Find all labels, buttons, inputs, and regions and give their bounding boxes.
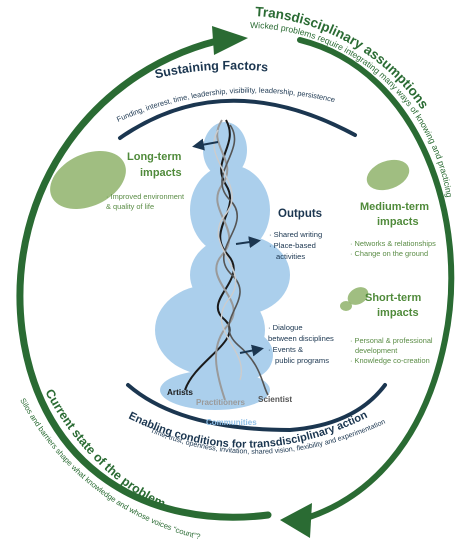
short-term-blob-2	[340, 301, 352, 311]
short-term-item-2: development	[355, 346, 397, 355]
sustaining-sub: Funding, interest, time, leadership, vis…	[115, 86, 336, 124]
short-term-item-1: · Personal & professional	[350, 336, 433, 345]
arrow-long-term	[192, 138, 219, 151]
label-practitioners: Practitioners	[196, 398, 245, 407]
long-term-title-2: impacts	[140, 167, 182, 179]
enabling-arc	[126, 383, 387, 433]
outputs-item-7: public programs	[275, 356, 329, 365]
outputs-item-1: · Shared writing	[269, 230, 322, 239]
short-term-item-3: · Knowledge co-creation	[350, 356, 430, 365]
outer-loop-arrowhead-bottom	[280, 503, 312, 538]
outer-loop-left	[16, 34, 272, 521]
sustaining-arc	[118, 98, 357, 140]
outer-loop-right	[297, 37, 455, 523]
label-scientist: Scientist	[258, 395, 292, 404]
medium-term-item-1: · Networks & relationships	[350, 239, 436, 248]
short-term-title-2: impacts	[377, 307, 419, 319]
medium-term-blob	[366, 159, 410, 191]
long-term-item-1: · Improved environment	[106, 192, 184, 201]
outputs-item-4: · Dialogue	[268, 323, 303, 332]
strand-practitioners	[215, 119, 235, 401]
outputs-item-5: between disciplines	[268, 334, 334, 343]
label-artists: Artists	[167, 388, 193, 397]
outputs-item-2: · Place-based	[269, 241, 316, 250]
long-term-item-2: & quality of life	[106, 202, 154, 211]
outputs-item-6: · Events &	[268, 345, 303, 354]
strand-scientist	[221, 124, 269, 396]
outputs-item-3: activities	[276, 252, 305, 261]
medium-term-title-1: Medium-term	[360, 201, 429, 213]
long-term-title-1: Long-term	[127, 151, 182, 163]
sustaining-title: Sustaining Factors	[153, 58, 268, 81]
medium-term-item-2: · Change on the ground	[350, 249, 428, 258]
arrow-outputs-top	[235, 236, 261, 249]
medium-term-title-2: impacts	[377, 216, 419, 228]
short-term-blob-1	[347, 287, 369, 305]
strand-thread	[213, 129, 243, 381]
outputs-title: Outputs	[278, 208, 322, 220]
outer-loop-arrowhead-top	[212, 26, 248, 55]
arrow-outputs-bottom	[239, 344, 264, 357]
short-term-title-1: Short-term	[365, 292, 421, 304]
long-term-blob	[50, 150, 126, 210]
label-communities: Communities	[206, 418, 257, 427]
